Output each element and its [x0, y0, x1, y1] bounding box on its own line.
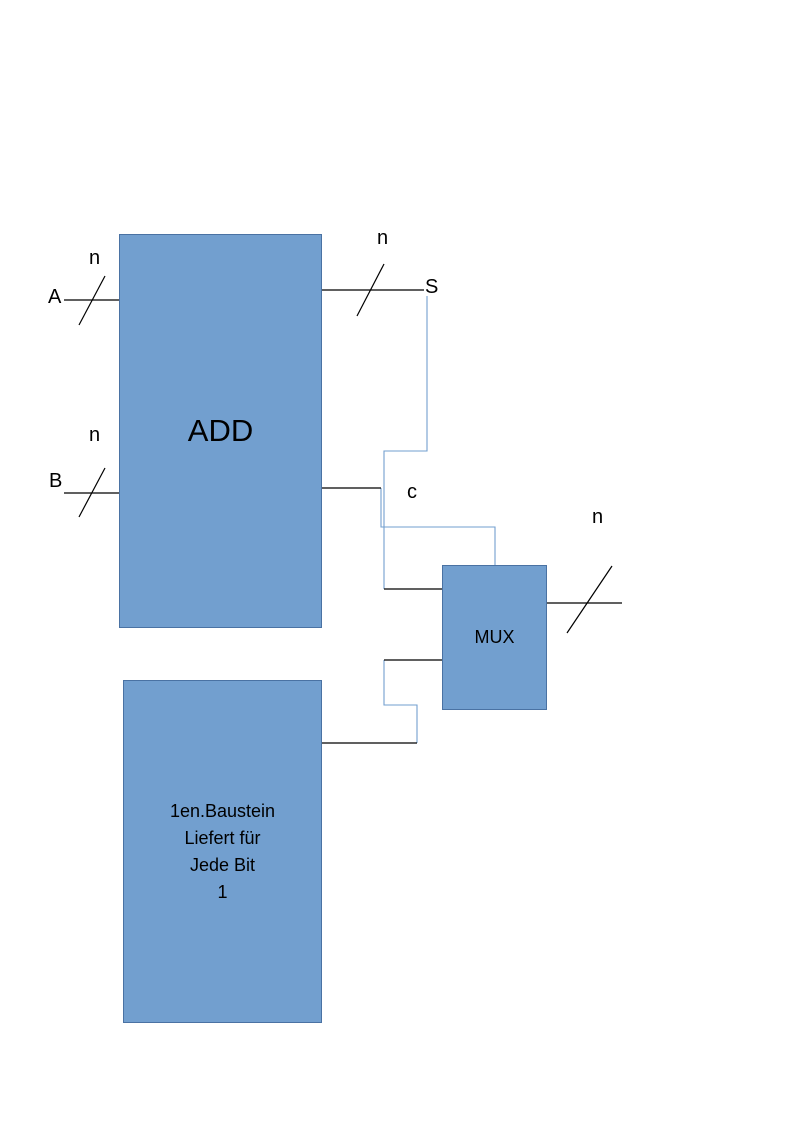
bus-slash-sum-icon: [356, 263, 385, 317]
baustein-text-line: 1: [217, 881, 228, 902]
baustein-to-mux-connector: [383, 660, 418, 743]
bus-slash-a-icon: [78, 275, 106, 326]
input-b-label: B: [49, 470, 63, 492]
baustein-text-line: 1en.Baustein: [169, 800, 276, 821]
baustein-text-line: Liefert für: [184, 827, 261, 848]
baustein-text-line: Jede Bit: [189, 854, 256, 875]
sum-to-mux-connector: [383, 296, 428, 589]
bus-slash-output-icon: [566, 565, 613, 634]
bus-slash-b-icon: [78, 467, 106, 518]
add-block-label: ADD: [187, 413, 254, 448]
bus-width-sum-label: n: [377, 227, 389, 249]
bus-width-a-label: n: [89, 247, 101, 269]
carry-to-mux-connector: [380, 488, 496, 565]
bus-width-b-label: n: [89, 424, 101, 446]
input-a-label: A: [48, 286, 62, 308]
sum-label: S: [425, 276, 439, 298]
add-block: ADD: [119, 234, 322, 628]
mux-block: MUX: [442, 565, 547, 710]
bus-width-output-label: n: [592, 506, 604, 528]
baustein-block: 1en.Baustein Liefert für Jede Bit 1: [123, 680, 322, 1023]
mux-block-label: MUX: [474, 627, 515, 647]
carry-label: c: [407, 481, 417, 503]
